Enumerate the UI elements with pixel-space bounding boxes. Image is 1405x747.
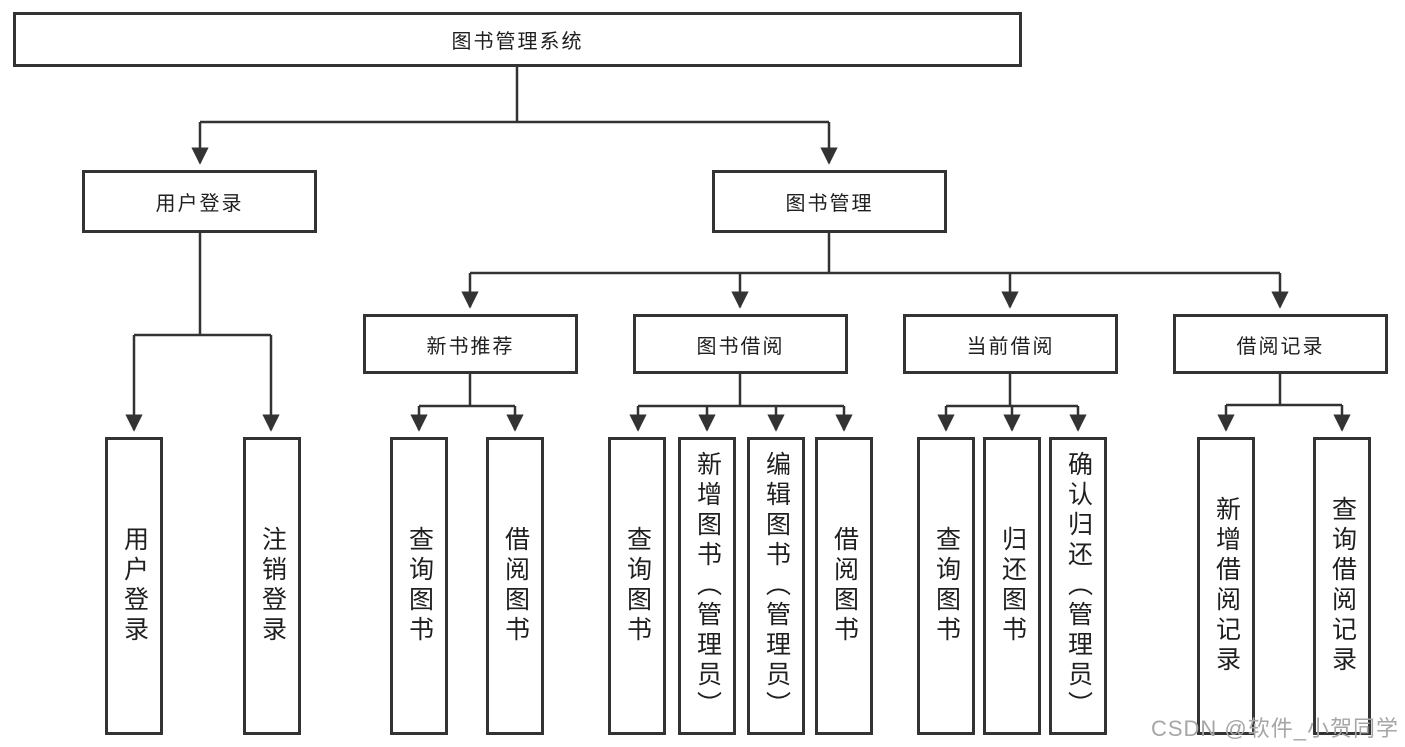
node-label: 图书管理系统	[451, 31, 584, 53]
leaf-query-books-recommend: 查询图书	[390, 437, 448, 735]
node-label: 确认归还（管理员）	[1064, 451, 1093, 721]
node-label: 借阅图书	[830, 526, 859, 646]
leaf-query-books-borrow: 查询图书	[608, 437, 666, 735]
node-current-borrow: 当前借阅	[903, 314, 1118, 374]
node-label: 借阅图书	[501, 526, 530, 646]
node-label: 图书管理	[785, 193, 874, 215]
node-book-management: 图书管理	[712, 170, 947, 233]
leaf-logout: 注销登录	[243, 437, 301, 735]
node-label: 查询借阅记录	[1328, 496, 1357, 676]
node-label: 查询图书	[405, 526, 434, 646]
leaf-add-book-admin: 新增图书（管理员）	[678, 437, 736, 735]
leaf-return-book: 归还图书	[983, 437, 1041, 735]
leaf-borrow-books: 借阅图书	[815, 437, 873, 735]
node-label: 用户登录	[155, 193, 244, 215]
connector-new-book-recommend	[410, 374, 524, 432]
connector-current-borrow	[937, 374, 1087, 432]
leaf-confirm-return-admin: 确认归还（管理员）	[1049, 437, 1107, 735]
node-label: 新增图书（管理员）	[693, 451, 722, 721]
leaf-user-login: 用户登录	[105, 437, 163, 735]
leaf-edit-book-admin: 编辑图书（管理员）	[747, 437, 805, 735]
node-label: 新增借阅记录	[1212, 496, 1241, 676]
node-label: 用户登录	[120, 526, 149, 646]
node-label: 查询图书	[623, 526, 652, 646]
connector-borrow-records	[1217, 374, 1351, 432]
connector-root-to-level2	[191, 67, 838, 165]
node-book-borrow: 图书借阅	[633, 314, 848, 374]
node-label: 归还图书	[998, 526, 1027, 646]
leaf-borrow-books-recommend: 借阅图书	[486, 437, 544, 735]
node-label: 编辑图书（管理员）	[762, 451, 791, 721]
node-library-management-system: 图书管理系统	[13, 12, 1022, 67]
watermark-text: CSDN @软件_小贺同学	[1150, 716, 1399, 741]
leaf-add-borrow-record: 新增借阅记录	[1197, 437, 1255, 735]
node-label: 借阅记录	[1236, 335, 1325, 358]
node-user-login: 用户登录	[82, 170, 317, 233]
node-label: 注销登录	[258, 526, 287, 646]
leaf-query-borrow-record: 查询借阅记录	[1313, 437, 1371, 735]
connector-user-login-branch	[125, 233, 280, 432]
node-label: 当前借阅	[966, 335, 1055, 358]
connector-book-borrow	[629, 374, 853, 432]
node-label: 新书推荐	[426, 335, 515, 358]
node-label: 查询图书	[932, 526, 961, 646]
node-label: 图书借阅	[696, 335, 785, 358]
node-new-book-recommend: 新书推荐	[363, 314, 578, 374]
node-borrow-records: 借阅记录	[1173, 314, 1388, 374]
connector-book-management-to-level3	[461, 233, 1289, 309]
leaf-query-books-current: 查询图书	[917, 437, 975, 735]
